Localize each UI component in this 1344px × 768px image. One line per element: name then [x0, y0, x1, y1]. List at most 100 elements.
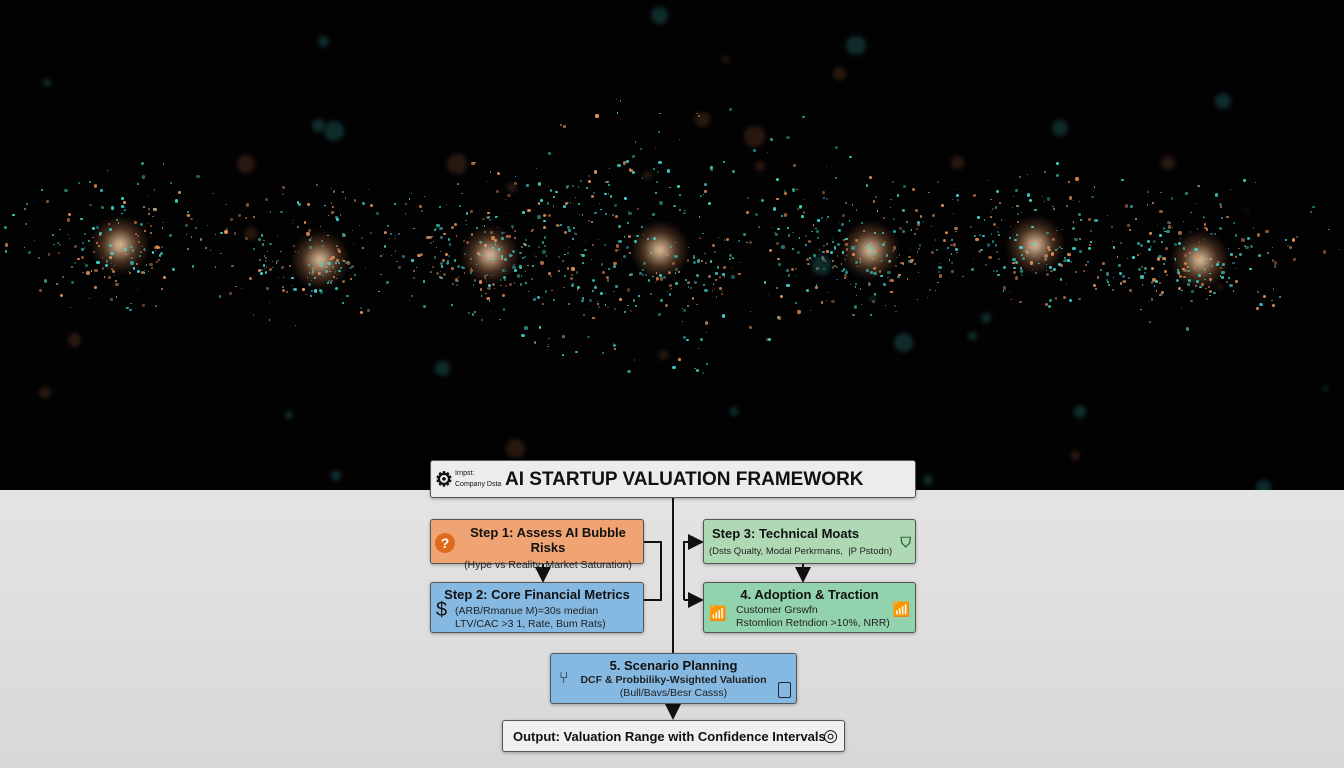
particle	[98, 234, 101, 237]
particle	[520, 275, 523, 277]
particle	[876, 210, 879, 213]
particle	[1071, 227, 1076, 231]
particle	[1090, 241, 1092, 243]
particle	[996, 226, 999, 228]
particle	[833, 247, 837, 250]
particle	[1229, 283, 1233, 288]
particle	[728, 107, 732, 111]
particle	[856, 295, 858, 297]
particle	[142, 249, 145, 251]
particle	[703, 182, 707, 186]
particle	[780, 295, 784, 299]
particle	[265, 198, 268, 201]
bokeh-dot	[323, 120, 344, 141]
particle	[822, 268, 825, 271]
particle	[1045, 264, 1047, 266]
particle	[328, 280, 330, 282]
particle	[1013, 266, 1016, 270]
particle	[1137, 242, 1140, 245]
particle	[797, 310, 801, 314]
bokeh-dot	[721, 55, 729, 64]
particle	[1238, 252, 1243, 256]
particle	[630, 310, 633, 313]
particle	[1016, 234, 1019, 237]
particle	[544, 290, 548, 293]
particle	[1056, 162, 1059, 165]
bokeh-dot	[311, 118, 326, 133]
particle	[786, 135, 790, 140]
particle	[1222, 262, 1225, 266]
particle	[844, 274, 847, 277]
particle	[126, 193, 128, 196]
particle	[259, 259, 261, 261]
particle	[507, 194, 511, 198]
particle	[1196, 255, 1200, 259]
particle	[351, 265, 355, 269]
particle	[465, 212, 469, 215]
particle	[455, 234, 458, 237]
particle	[1173, 242, 1177, 246]
particle	[1117, 264, 1121, 268]
particle	[488, 300, 490, 302]
particle	[501, 269, 506, 273]
particle	[909, 248, 911, 250]
particle	[335, 261, 338, 264]
particle	[600, 208, 602, 211]
particle	[1066, 205, 1068, 207]
particle	[157, 258, 161, 262]
particle	[832, 260, 835, 262]
step-2-box: $ Step 2: Core Financial Metrics (ARB/Rm…	[430, 582, 644, 633]
particle	[716, 265, 720, 269]
particle	[693, 256, 696, 260]
particle	[1097, 219, 1099, 222]
particle	[1158, 276, 1160, 278]
particle	[892, 250, 894, 252]
particle	[698, 216, 700, 218]
particle	[88, 297, 90, 299]
particle	[1058, 263, 1061, 266]
particle	[547, 185, 550, 188]
particle	[268, 319, 270, 321]
particle	[380, 273, 382, 275]
particle	[1067, 180, 1071, 183]
particle	[1205, 288, 1207, 290]
particle	[168, 233, 172, 237]
particle	[1203, 216, 1206, 219]
particle	[659, 274, 662, 277]
particle	[1044, 254, 1048, 258]
particle	[606, 279, 610, 283]
particle	[153, 208, 156, 211]
particle	[499, 318, 501, 321]
particle	[1203, 238, 1206, 240]
particle	[268, 268, 273, 272]
particle	[549, 275, 552, 277]
particle	[1262, 295, 1266, 299]
particle	[802, 115, 805, 119]
particle	[1091, 195, 1095, 199]
particle	[1055, 248, 1057, 251]
particle	[842, 268, 846, 272]
particle	[654, 281, 657, 284]
particle	[1122, 280, 1124, 282]
particle	[292, 223, 294, 225]
particle	[149, 262, 153, 266]
particle	[527, 264, 529, 267]
particle	[726, 238, 730, 241]
particle	[292, 244, 295, 247]
particle	[1206, 257, 1209, 260]
particle	[319, 259, 322, 263]
particle	[495, 215, 498, 218]
particle	[530, 278, 534, 281]
particle	[100, 189, 103, 193]
particle	[614, 215, 619, 219]
particle	[870, 246, 874, 250]
particle	[341, 258, 344, 261]
particle	[541, 296, 543, 298]
particle	[491, 283, 496, 287]
particle	[121, 245, 124, 248]
particle	[881, 232, 884, 235]
particle	[587, 219, 590, 223]
particle	[845, 269, 847, 271]
particle	[1257, 233, 1261, 237]
particle	[422, 280, 426, 283]
